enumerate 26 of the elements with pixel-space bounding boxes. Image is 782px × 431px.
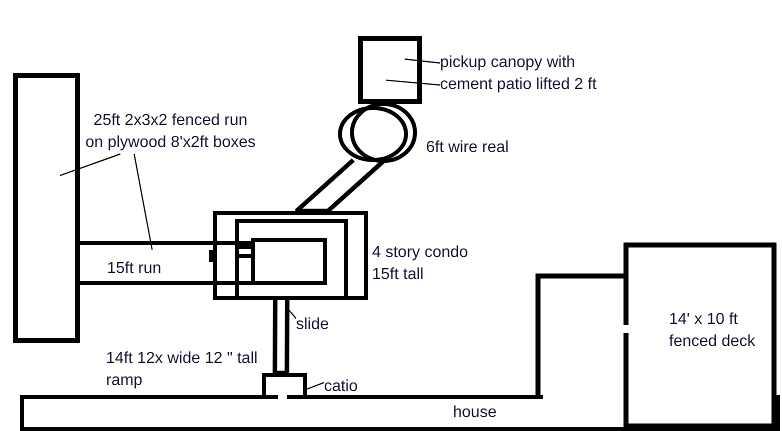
deck-outline xyxy=(623,242,777,429)
tube-connector xyxy=(272,298,290,376)
leader-line xyxy=(404,58,440,64)
condo-level-outline xyxy=(251,238,327,285)
fenced-run-outline xyxy=(13,73,80,343)
house-label: house xyxy=(453,403,498,423)
deck-label: 14' x 10 ft fenced deck xyxy=(669,310,756,352)
annotation-text: pickup canopy with cement patio lifted 2 ft xyxy=(440,52,615,96)
annotation-text: slide xyxy=(296,314,336,336)
house-outline xyxy=(20,395,780,431)
condo-outline xyxy=(213,211,368,300)
leader-line xyxy=(386,80,440,86)
annotation-text: 14ft 12x wide 12 " tall ramp xyxy=(106,349,259,391)
catio-outline xyxy=(262,373,307,396)
annotation-text: 25ft 2x3x2 fenced run on plywood 8'x2ft boxes xyxy=(84,110,257,154)
annotation-text: catio xyxy=(324,376,366,398)
tube-connector xyxy=(294,158,386,214)
run-label: 15ft run xyxy=(107,259,162,279)
leader-line xyxy=(60,153,121,176)
canopy-outline xyxy=(358,36,422,104)
leader-line xyxy=(134,154,153,250)
annotation-text: 4 story condo 15ft tall xyxy=(372,243,470,285)
leader-line xyxy=(306,382,324,390)
leader-line xyxy=(288,308,296,319)
annotation-text: 6ft wire real xyxy=(426,138,510,158)
condo-level-outline xyxy=(235,219,348,297)
